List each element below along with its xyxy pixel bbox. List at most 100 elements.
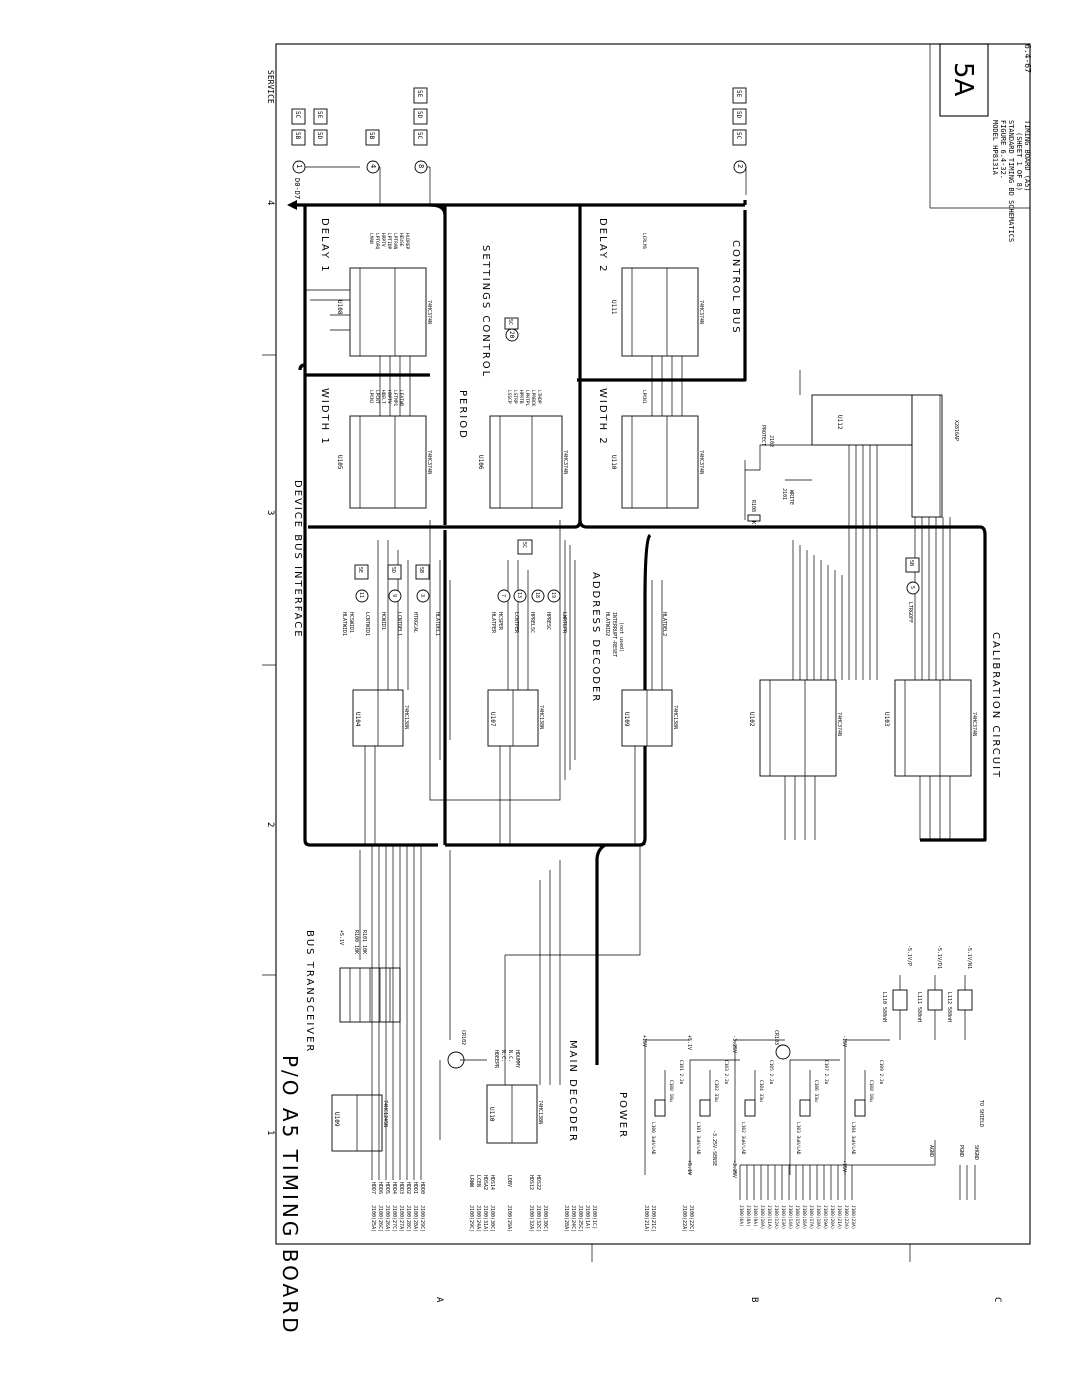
r101-label: R101 10K <box>361 930 367 954</box>
svg-text:MODEL HP8131A: MODEL HP8131A <box>991 120 999 176</box>
data-bus-wires <box>371 845 422 1180</box>
chip-u107-part: 74HC138N <box>538 705 544 729</box>
r108-label: R108 10K <box>750 500 756 524</box>
rail-in-325v: -3.25V <box>731 1160 737 1178</box>
chip-u102: U102 <box>748 712 755 727</box>
connector-top-pins: J100(25A) J100(26C) J100(26A) J100(27C) … <box>370 1205 425 1232</box>
section-bus-transceiver: BUS TRANSCEIVER <box>304 930 315 1053</box>
delay1-outputs: LMAN LPTORQ HRPTV LPTIDP LPTRAN HEUSE HL… <box>368 233 410 250</box>
svg-text:4: 4 <box>369 164 377 168</box>
section-calibration-circuit: CALIBRATION CIRCUIT <box>990 632 1001 779</box>
svg-text:HDS22: HDS22 <box>535 1175 541 1190</box>
decoder1-outputs: HLATWID1 HCSWID1 LCNTWID1 HCWID1 LCNTDEL… <box>341 564 440 636</box>
svg-text:5E: 5E <box>735 90 742 98</box>
svg-text:C103 2.2n: C103 2.2n <box>723 1060 729 1085</box>
svg-text:C109 2.2n: C109 2.2n <box>878 1060 884 1085</box>
svg-text:J100(12A): J100(12A) <box>773 1205 779 1229</box>
svg-text:LTHDP: LTHDP <box>536 390 542 404</box>
svg-text:J100(11A): J100(11A) <box>766 1205 772 1229</box>
svg-text:5D: 5D <box>416 111 423 119</box>
d0-d7-arrow <box>287 200 297 210</box>
svg-text:C104 33u: C104 33u <box>758 1080 764 1102</box>
section-width1: WIDTH 1 <box>319 388 330 446</box>
svg-text:5D: 5D <box>316 132 323 140</box>
svg-text:5B: 5B <box>294 132 301 140</box>
svg-text:3: 3 <box>419 594 425 597</box>
zone-1: 1 <box>265 1130 275 1135</box>
section-power: POWER <box>617 1092 628 1139</box>
svg-text:5D: 5D <box>735 111 742 119</box>
chip-u109-part: 74HC138N <box>672 705 678 729</box>
svg-text:HDD5: HDD5 <box>384 1182 390 1194</box>
svg-text:LPTRAN: LPTRAN <box>392 233 398 250</box>
diode-cr103: CR103 <box>773 1030 779 1045</box>
chip-transceiver: U109 <box>333 1112 340 1127</box>
main-decoder-signals: LRWW LCEN HDSA2 HDS14 LDBV HDS12 HDS22 H… <box>468 1050 541 1190</box>
offpage-5 <box>906 581 920 595</box>
latch-u105 <box>349 415 427 509</box>
offpage-5-page-label: 5B <box>908 560 914 566</box>
j102-label: J102 <box>768 435 774 447</box>
svg-text:5E: 5E <box>357 567 363 573</box>
svg-text:(not used): (not used) <box>618 622 624 652</box>
width2-out: LPCN1 <box>641 390 647 404</box>
power-section <box>644 975 973 1175</box>
bus-line-labels: HDD7 HDD6 HDD5 HDD4 HDD3 HDD2 HDD1 HDD0 <box>370 1182 425 1194</box>
chip-u111: U111 <box>610 300 617 315</box>
svg-text:J100(6A): J100(6A) <box>738 1205 744 1227</box>
svg-text:HCSPER: HCSPER <box>497 612 503 631</box>
svg-text:C101 2.2n: C101 2.2n <box>678 1060 684 1085</box>
offpage-20-page-label: 5C <box>507 319 513 325</box>
svg-text:J100(17A): J100(17A) <box>808 1205 814 1229</box>
svg-text:J100(25C): J100(25C) <box>577 1205 583 1232</box>
rail-m15v: -15V <box>841 1035 847 1047</box>
svg-text:STANDARD TIMING BD SCHEMATICS: STANDARD TIMING BD SCHEMATICS <box>1007 120 1015 242</box>
svg-text:LPTIDP: LPTIDP <box>386 233 392 250</box>
chip-u106-part: 74HC374N <box>562 450 568 474</box>
svg-text:LFTMP1: LFTMP1 <box>392 390 398 407</box>
offpage-20-label: 20 <box>508 331 515 339</box>
title-block: MODEL HP8131A FIGURE 6.4-32. STANDARD TI… <box>991 120 1031 242</box>
decoder-u107 <box>487 689 539 747</box>
svg-text:11: 11 <box>358 592 364 598</box>
svg-text:HDD1: HDD1 <box>412 1182 418 1194</box>
to-shield-label: TO SHIELD <box>978 1100 984 1127</box>
svg-text:J100(24A): J100(24A) <box>475 1205 481 1232</box>
svg-text:J100(27A): J100(27A) <box>398 1205 404 1232</box>
ferrite-l110: L110 580nH <box>881 992 887 1022</box>
section-address-decoder: ADDRESS DECODER <box>590 572 601 703</box>
svg-text:LRWW: LRWW <box>468 1175 474 1188</box>
svg-text:HDELT: HDELT <box>380 390 386 404</box>
svg-text:J100(29C): J100(29C) <box>419 1205 425 1232</box>
shgnd-label: SHGND <box>973 1145 979 1160</box>
chip-u107: U107 <box>489 712 496 727</box>
svg-text:LPCN2: LPCN2 <box>368 390 374 404</box>
svg-text:5C: 5C <box>521 542 527 548</box>
svg-text:HDD3: HDD3 <box>398 1182 404 1194</box>
d0-d7-label: D0-D7 <box>293 178 301 199</box>
svg-text:J100(32C): J100(32C) <box>535 1205 541 1232</box>
chip-u112: U112 <box>836 415 843 430</box>
svg-text:J100(22C): J100(22C) <box>688 1205 694 1232</box>
decoder3-outputs: HLATWID2 INTERRUPT-RESET (not used) HLAT… <box>604 612 667 657</box>
svg-text:J100(23A): J100(23A) <box>850 1205 856 1229</box>
chip-u105-part: 74HC374N <box>426 450 432 474</box>
svg-text:J100(21A): J100(21A) <box>836 1205 842 1229</box>
chip-u102-part: 74HC374N <box>836 712 842 736</box>
section-control-bus: CONTROL BUS <box>730 240 741 335</box>
svg-text:HTRGCAL: HTRGCAL <box>412 612 418 633</box>
transceiver-u109b <box>331 1094 383 1152</box>
svg-text:J100(32A): J100(32A) <box>528 1205 534 1232</box>
svg-text:LMAN: LMAN <box>368 233 374 244</box>
svg-text:2: 2 <box>736 164 744 168</box>
resistor-network <box>339 967 401 1023</box>
section-width2: WIDTH 2 <box>597 388 608 446</box>
chip-eeprom-part: X2816AP <box>953 420 959 441</box>
svg-text:N.C.: N.C. <box>500 1050 506 1062</box>
chip-u111-part: 74HC374N <box>698 300 704 324</box>
section-settings-control: SETTINGS CONTROL <box>480 245 491 378</box>
svg-text:HDSA2: HDSA2 <box>482 1175 488 1190</box>
sense-label: -3.25V-SENSE <box>711 1130 717 1166</box>
latch-u108 <box>305 267 427 357</box>
